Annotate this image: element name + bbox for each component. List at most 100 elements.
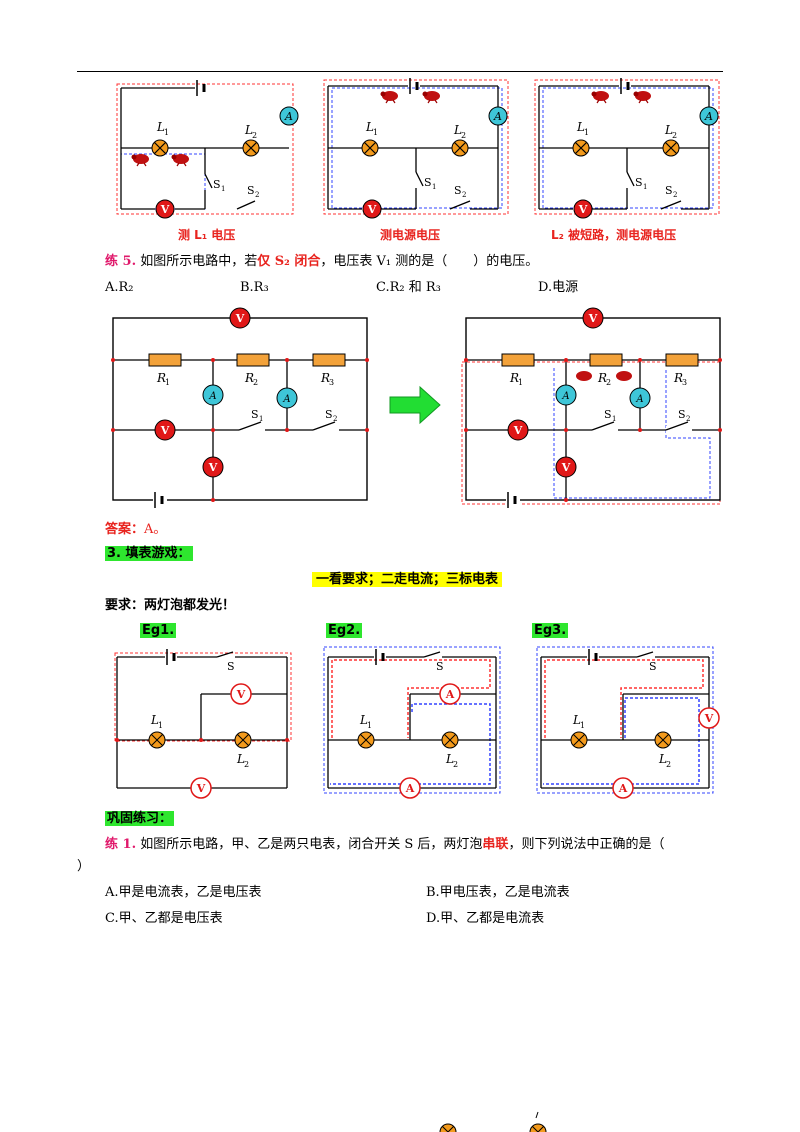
svg-text:V: V — [160, 424, 170, 437]
svg-text:1: 1 — [367, 721, 372, 730]
svg-text:A: A — [635, 394, 643, 405]
svg-text:A: A — [208, 391, 216, 402]
option-a: A.R₂ — [105, 280, 134, 295]
svg-text:A: A — [284, 110, 293, 123]
svg-text:2: 2 — [453, 760, 458, 769]
svg-text:R: R — [244, 371, 254, 385]
svg-text:S: S — [424, 176, 432, 189]
svg-text:2: 2 — [252, 131, 257, 140]
svg-text:L: L — [664, 123, 673, 137]
svg-text:L: L — [576, 120, 585, 134]
consolidate-ex1-close: ） — [77, 859, 91, 874]
svg-text:S: S — [604, 408, 612, 421]
svg-text:V: V — [208, 461, 218, 474]
svg-text:S: S — [665, 184, 673, 197]
svg-text:S: S — [454, 184, 462, 197]
svg-text:1: 1 — [373, 128, 378, 137]
svg-text:S: S — [635, 176, 643, 189]
eg3-label: Eg3. — [532, 623, 569, 638]
svg-text:2: 2 — [673, 191, 677, 199]
svg-text:V: V — [196, 782, 206, 795]
svg-text:V: V — [367, 203, 377, 216]
consolidate-option-b: B.甲电压表，乙是电流表 — [426, 885, 570, 900]
svg-text:R: R — [673, 371, 683, 385]
svg-text:A: A — [493, 110, 502, 123]
svg-text:L: L — [236, 752, 245, 766]
svg-text:R: R — [320, 371, 330, 385]
svg-text:S: S — [213, 178, 221, 191]
consolidate-ex1-question: 练 1. 如图所示电路，甲、乙是两只电表，闭合开关 S 后，两灯泡串联，则下列说… — [105, 837, 665, 852]
eg2-label: Eg2. — [326, 623, 363, 638]
svg-text:V: V — [160, 203, 170, 216]
caption-1: 测 L₁ 电压 — [178, 228, 236, 242]
svg-text:1: 1 — [259, 415, 263, 423]
eg1-label: Eg1. — [140, 623, 177, 638]
svg-text:A: A — [704, 110, 713, 123]
svg-text:L: L — [365, 120, 374, 134]
option-b: B.R₃ — [240, 280, 269, 295]
svg-text:L: L — [244, 123, 253, 137]
svg-text:2: 2 — [255, 191, 259, 199]
svg-text:3: 3 — [329, 378, 334, 387]
svg-text:R: R — [509, 371, 519, 385]
svg-text:A: A — [561, 391, 569, 402]
svg-text:1: 1 — [518, 378, 523, 387]
svg-text:L: L — [156, 120, 165, 134]
svg-text:S: S — [436, 660, 444, 673]
svg-text:2: 2 — [666, 760, 671, 769]
svg-text:A: A — [445, 688, 455, 701]
svg-text:1: 1 — [164, 128, 169, 137]
svg-text:A: A — [618, 782, 628, 795]
svg-text:1: 1 — [612, 415, 616, 423]
svg-text:V: V — [588, 312, 598, 325]
svg-text:L: L — [445, 752, 454, 766]
svg-text:S: S — [247, 184, 255, 197]
svg-text:V: V — [235, 312, 245, 325]
consolidate-title: 巩固练习： — [105, 811, 175, 826]
exercise-5-answer: 答案：A。 — [105, 522, 167, 537]
svg-text:S: S — [325, 408, 333, 421]
svg-text:1: 1 — [580, 721, 585, 730]
svg-text:1: 1 — [221, 185, 225, 193]
section-3-requirement: 要求：两灯泡都发光！ — [105, 598, 236, 613]
svg-text:L: L — [658, 752, 667, 766]
svg-text:V: V — [236, 688, 246, 701]
svg-text:V: V — [513, 424, 523, 437]
svg-text:3: 3 — [682, 378, 687, 387]
svg-text:A: A — [282, 394, 290, 405]
svg-text:S: S — [678, 408, 686, 421]
svg-text:A: A — [405, 782, 415, 795]
right-arrow-icon — [389, 385, 441, 425]
bottom-partial-circuit — [439, 1111, 547, 1132]
svg-text:V: V — [561, 461, 571, 474]
header-rule — [77, 71, 723, 72]
svg-text:2: 2 — [462, 191, 466, 199]
option-d: D.电源 — [538, 280, 579, 295]
caption-2: 测电源电压 — [380, 228, 441, 242]
svg-text:1: 1 — [643, 183, 647, 191]
svg-text:R: R — [597, 371, 607, 385]
svg-text:1: 1 — [158, 721, 163, 730]
svg-text:2: 2 — [253, 378, 258, 387]
svg-text:L: L — [453, 123, 462, 137]
svg-text:1: 1 — [432, 183, 436, 191]
svg-text:L: L — [150, 713, 159, 727]
option-c: C.R₂ 和 R₃ — [376, 280, 441, 295]
svg-text:S: S — [649, 660, 657, 673]
consolidate-option-a: A.甲是电流表，乙是电压表 — [105, 885, 262, 900]
svg-text:1: 1 — [584, 128, 589, 137]
svg-text:2: 2 — [672, 131, 677, 140]
svg-text:2: 2 — [244, 760, 249, 769]
svg-text:V: V — [704, 712, 714, 725]
svg-text:R: R — [156, 371, 166, 385]
svg-text:2: 2 — [461, 131, 466, 140]
